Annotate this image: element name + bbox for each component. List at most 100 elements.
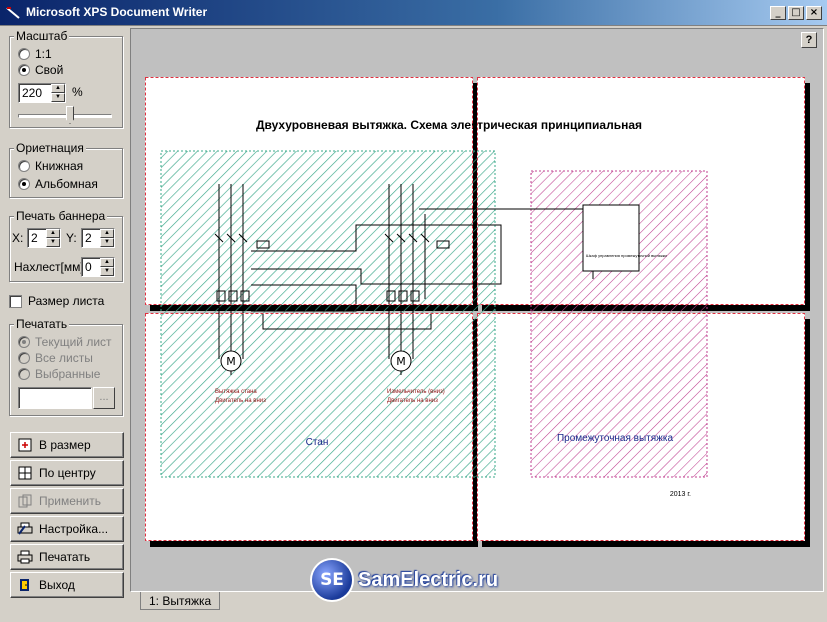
spin-up-icon[interactable]: ▲ xyxy=(51,84,65,93)
sheet-borders xyxy=(145,77,805,541)
schematic-lines xyxy=(214,184,640,375)
checkbox-box[interactable] xyxy=(9,294,22,308)
zone-intermediate-label: Промежуточная вытяжка xyxy=(557,433,674,444)
spin-down-icon[interactable]: ▼ xyxy=(100,238,114,247)
exit-button-label: Выход xyxy=(39,578,75,592)
y-spinner[interactable]: 2 ▲▼ xyxy=(81,228,115,248)
radio-label: Книжная xyxy=(35,159,84,173)
drawing-year: 2013 г. xyxy=(670,491,691,498)
radio-label: Выбранные xyxy=(35,367,101,381)
orientation-group: Ориетнация Книжная Альбомная xyxy=(9,141,123,198)
minimize-button[interactable]: _ xyxy=(770,6,786,20)
setup-button-label: Настройка... xyxy=(39,522,109,536)
setup-button[interactable]: Настройка... xyxy=(10,516,124,542)
fit-button-label: В размер xyxy=(39,438,91,452)
banner-legend: Печать баннера xyxy=(14,209,108,223)
radio-scale-custom[interactable]: Свой xyxy=(18,63,63,77)
print-preview-area[interactable]: M M Двухуровневая вытяжка. Схема электри… xyxy=(130,28,824,592)
help-button[interactable]: ? xyxy=(801,32,817,48)
zoom-spinner[interactable]: 220 ▲▼ xyxy=(18,83,66,103)
overlap-spinner[interactable]: 0 ▲▼ xyxy=(81,257,115,277)
x-label: X: xyxy=(12,231,24,245)
apply-icon xyxy=(17,493,33,509)
center-button[interactable]: По центру xyxy=(10,460,124,486)
spin-up-icon[interactable]: ▲ xyxy=(100,258,114,267)
exit-button[interactable]: Выход xyxy=(10,572,124,598)
zoom-value[interactable]: 220 xyxy=(22,86,43,100)
watermark: SE SamElectric.ru xyxy=(312,560,498,600)
motor-2-caption-2: Двигатель на вниз xyxy=(387,398,438,404)
tab-sheet-1[interactable]: 1: Вытяжка xyxy=(140,592,221,610)
spin-up-icon[interactable]: ▲ xyxy=(100,229,114,238)
slider-thumb[interactable] xyxy=(66,106,74,124)
print-group: Печатать Текущий лист Все листы Выбранны… xyxy=(9,317,123,416)
radio-print-selected[interactable]: Выбранные xyxy=(18,367,100,381)
radio-label: Текущий лист xyxy=(35,335,112,349)
scale-legend: Масштаб xyxy=(14,29,70,43)
spin-arrows[interactable]: ▲▼ xyxy=(100,258,114,276)
apply-button-label: Применить xyxy=(39,494,102,508)
window-title: Microsoft XPS Document Writer xyxy=(26,5,208,19)
banner-group: Печать баннера X: 2 ▲▼ Y: 2 ▲▼ Нахлест[м… xyxy=(9,209,123,282)
spin-up-icon[interactable]: ▲ xyxy=(46,229,60,238)
browse-button[interactable]: ... xyxy=(93,387,115,409)
spin-arrows[interactable]: ▲▼ xyxy=(46,229,60,247)
printer-icon xyxy=(17,549,33,565)
radio-label: Все листы xyxy=(35,351,93,365)
radio-dot xyxy=(18,48,30,60)
zone-mill-label: Стан xyxy=(306,437,329,448)
watermark-logo: SE xyxy=(312,560,352,600)
radio-dot xyxy=(18,352,30,364)
x-value[interactable]: 2 xyxy=(31,231,38,245)
radio-landscape[interactable]: Альбомная xyxy=(18,177,98,191)
spin-arrows[interactable]: ▲▼ xyxy=(100,229,114,247)
spin-down-icon[interactable]: ▼ xyxy=(51,93,65,102)
fit-page-icon xyxy=(17,437,33,453)
radio-dot xyxy=(18,64,30,76)
radio-dot xyxy=(18,368,30,380)
motor-1-caption-1: Вытяжка стана xyxy=(215,389,257,395)
motor-2-caption-1: Измельчитель (вниз) xyxy=(387,389,445,395)
radio-portrait[interactable]: Книжная xyxy=(18,159,83,173)
fit-button[interactable]: В размер xyxy=(10,432,124,458)
x-spinner[interactable]: 2 ▲▼ xyxy=(27,228,61,248)
y-label: Y: xyxy=(66,231,77,245)
title-bar: Microsoft XPS Document Writer _ □ × xyxy=(0,0,827,26)
spin-arrows[interactable]: ▲▼ xyxy=(51,84,65,102)
scale-group: Масштаб 1:1 Свой 220 ▲▼ % xyxy=(9,29,123,128)
apply-button[interactable]: Применить xyxy=(10,488,124,514)
radio-dot xyxy=(18,336,30,348)
maximize-button[interactable]: □ xyxy=(788,6,804,20)
radio-scale-1to1[interactable]: 1:1 xyxy=(18,47,52,61)
slider-track xyxy=(18,114,112,118)
y-value[interactable]: 2 xyxy=(85,231,92,245)
spin-down-icon[interactable]: ▼ xyxy=(100,267,114,276)
control-box-label: Шкаф управления промежуточной вытяжки xyxy=(586,253,667,258)
zoom-slider[interactable] xyxy=(18,106,114,125)
print-button[interactable]: Печатать xyxy=(10,544,124,570)
motor-1-symbol: M xyxy=(226,355,236,368)
preview-canvas: M M Двухуровневая вытяжка. Схема электри… xyxy=(145,77,810,547)
spin-down-icon[interactable]: ▼ xyxy=(46,238,60,247)
print-button-label: Печатать xyxy=(39,550,91,564)
exit-door-icon xyxy=(17,577,33,593)
radio-label: 1:1 xyxy=(35,47,52,61)
overlap-label: Нахлест[мм]: xyxy=(14,260,88,274)
radio-label: Свой xyxy=(35,63,64,77)
sheet-size-checkbox[interactable]: Размер листа xyxy=(9,294,104,308)
pages-input[interactable] xyxy=(18,387,92,409)
printer-app-icon xyxy=(6,7,20,19)
sheet-tab-bar: 1: Вытяжка xyxy=(130,592,824,616)
center-page-icon xyxy=(17,465,33,481)
radio-print-current[interactable]: Текущий лист xyxy=(18,335,112,349)
radio-dot xyxy=(18,178,30,190)
radio-print-all[interactable]: Все листы xyxy=(18,351,93,365)
motor-1-caption-2: Двигатель на вниз xyxy=(215,398,266,404)
orientation-legend: Ориетнация xyxy=(14,141,86,155)
zoom-unit: % xyxy=(72,85,83,99)
radio-label: Альбомная xyxy=(35,177,98,191)
overlap-value[interactable]: 0 xyxy=(85,260,92,274)
center-button-label: По центру xyxy=(39,466,96,480)
watermark-text: SamElectric.ru xyxy=(358,568,499,591)
close-button[interactable]: × xyxy=(806,6,822,20)
